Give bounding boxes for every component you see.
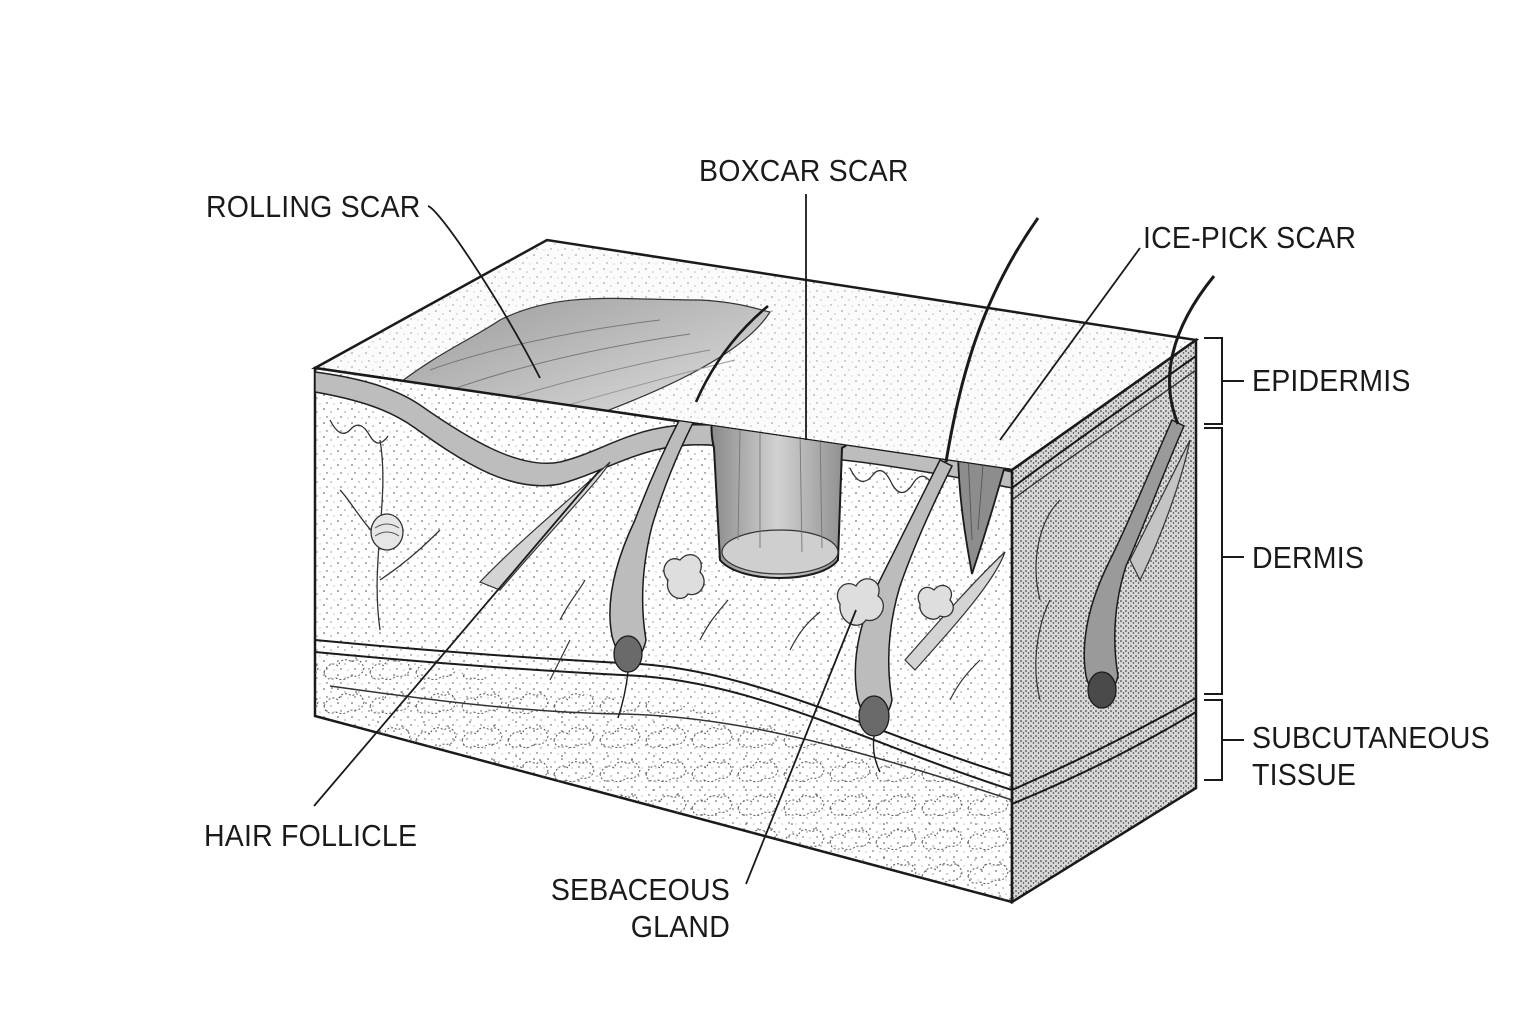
label-subcutaneous-line1: SUBCUTANEOUS — [1252, 719, 1490, 756]
label-subcutaneous-tissue: SUBCUTANEOUS TISSUE — [1252, 719, 1490, 793]
label-epidermis: EPIDERMIS — [1252, 362, 1411, 399]
label-dermis: DERMIS — [1252, 539, 1364, 576]
sebaceous-gland-2 — [837, 579, 883, 625]
label-subcutaneous-line2: TISSUE — [1252, 756, 1490, 793]
bracket-epidermis — [1204, 338, 1244, 424]
label-rolling-scar: ROLLING SCAR — [206, 188, 421, 225]
label-ice-pick-scar: ICE-PICK SCAR — [1143, 219, 1356, 256]
label-sebaceous-line2: GLAND — [537, 908, 730, 945]
label-sebaceous-line1: SEBACEOUS — [537, 871, 730, 908]
bracket-dermis — [1204, 428, 1244, 694]
label-boxcar-scar: BOXCAR SCAR — [699, 152, 909, 189]
bracket-subcutaneous — [1204, 700, 1244, 780]
label-hair-follicle: HAIR FOLLICLE — [204, 817, 417, 854]
sebaceous-gland-1 — [664, 555, 704, 599]
label-sebaceous-gland: SEBACEOUS GLAND — [537, 871, 730, 945]
